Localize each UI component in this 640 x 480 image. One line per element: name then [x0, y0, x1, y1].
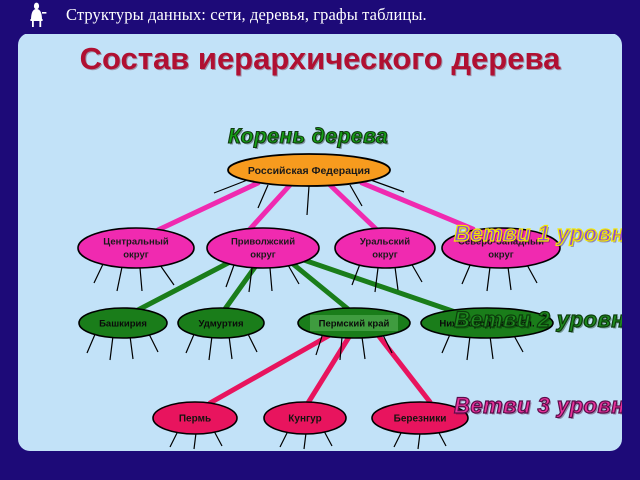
level3-nodes: Пермь Кунгур Березники [152, 401, 469, 435]
node-centralny-okrug-shape[interactable] [77, 227, 195, 269]
caption-branches-level-3: Ветви 3 уровня [453, 393, 622, 418]
caption-branches-level-2: Ветви 2 уровня [453, 307, 622, 332]
node-centralny-okrug[interactable]: Центральный округ [77, 227, 195, 269]
edge-privolzhsky-bashkiria [133, 259, 233, 314]
node-root-russian-federation[interactable]: Российская Федерация [227, 153, 391, 187]
node-perm-shape[interactable] [152, 401, 238, 435]
node-udmurtia-shape[interactable] [177, 307, 265, 339]
node-berezniki-shape[interactable] [371, 401, 469, 435]
edge-root-centralny [155, 180, 261, 233]
edge-privolzhsky-udmurtia [222, 264, 258, 312]
edges-level2-to-level3 [207, 332, 433, 406]
node-permsky-kray[interactable]: Пермский край [297, 307, 411, 339]
edges-root-to-level1 [155, 180, 476, 233]
caption-branches-level-1: Ветви 1 уровня [453, 221, 622, 246]
node-root-shape[interactable] [227, 153, 391, 187]
node-uralsky-okrug-shape[interactable] [334, 227, 436, 269]
node-udmurtia[interactable]: Удмуртия [177, 307, 265, 339]
edge-privolzhsky-permskykray [290, 261, 351, 312]
page-title: Состав иерархического дерева [79, 41, 561, 76]
node-privolzhsky-okrug[interactable]: Приволжский округ [206, 227, 320, 269]
node-privolzhsky-okrug-shape[interactable] [206, 227, 320, 269]
node-kungur[interactable]: Кунгур [263, 401, 347, 435]
edges-level1-to-level2 [133, 256, 464, 317]
edge-privolzhsky-nizhegorodskaya [298, 256, 464, 317]
node-kungur-shape[interactable] [263, 401, 347, 435]
edge-root-uralsky [327, 182, 379, 232]
content-panel: Состав иерархического дерева [18, 33, 622, 451]
node-uralsky-okrug[interactable]: Уральский округ [334, 227, 436, 269]
edge-root-privolzhsky [247, 182, 293, 232]
root-hair-decorations [86, 178, 538, 450]
header-title: Структуры данных: сети, деревья, графы т… [66, 5, 427, 24]
node-bashkiria-shape[interactable] [78, 307, 168, 339]
node-permsky-kray-highlight [310, 315, 398, 331]
speaker-figure-icon [30, 2, 47, 27]
edge-permskykray-kungur [305, 334, 352, 406]
node-nizhegorodskaya-shape[interactable] [420, 307, 554, 339]
edge-root-severozapadny [359, 180, 476, 232]
caption-root-of-tree: Корень дерева [227, 125, 389, 148]
edge-permskykray-perm [207, 332, 333, 406]
node-severo-zapadny-okrug-shape[interactable] [441, 227, 561, 269]
node-perm[interactable]: Пермь [152, 401, 238, 435]
edge-permskykray-berezniki [375, 332, 433, 405]
node-bashkiria[interactable]: Башкирия [78, 307, 168, 339]
header-bar: Структуры данных: сети, деревья, графы т… [0, 0, 640, 34]
